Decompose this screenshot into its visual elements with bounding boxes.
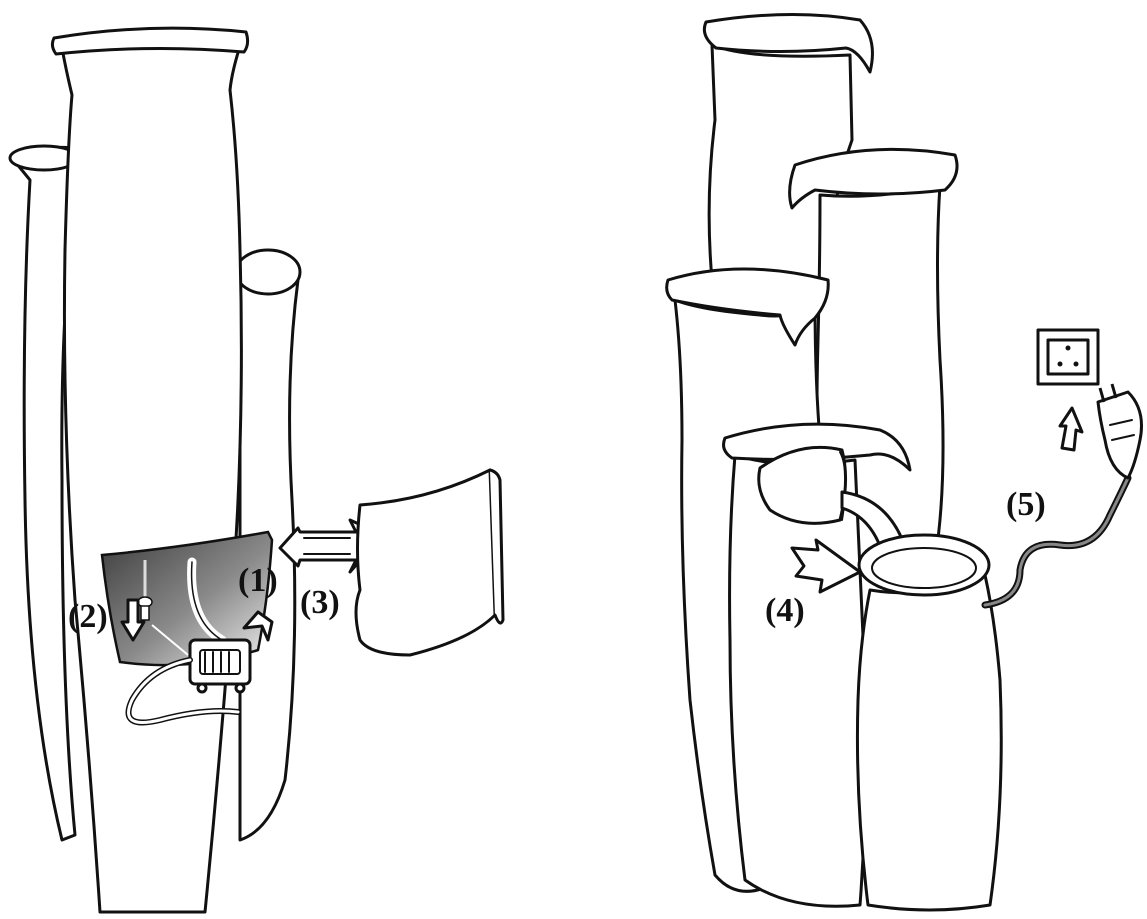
left-fountain <box>10 28 503 912</box>
step-3-label: (3) <box>300 584 340 622</box>
power-plug-icon <box>1098 384 1142 478</box>
step-1-label: (1) <box>238 562 278 600</box>
front-right-pot-rim <box>859 535 989 595</box>
step-2-label: (2) <box>68 598 108 636</box>
right-fountain <box>667 14 1142 910</box>
front-tall-jar <box>62 37 242 912</box>
power-outlet-icon <box>1038 330 1098 384</box>
removed-panel <box>356 470 495 655</box>
step-4-label: (4) <box>765 592 805 630</box>
pump-icon <box>190 640 250 692</box>
right-back-jar-rim <box>236 250 300 294</box>
front-right-pot <box>857 575 1001 910</box>
step-5-label: (5) <box>1006 486 1046 524</box>
arrow-icon <box>1060 408 1082 450</box>
